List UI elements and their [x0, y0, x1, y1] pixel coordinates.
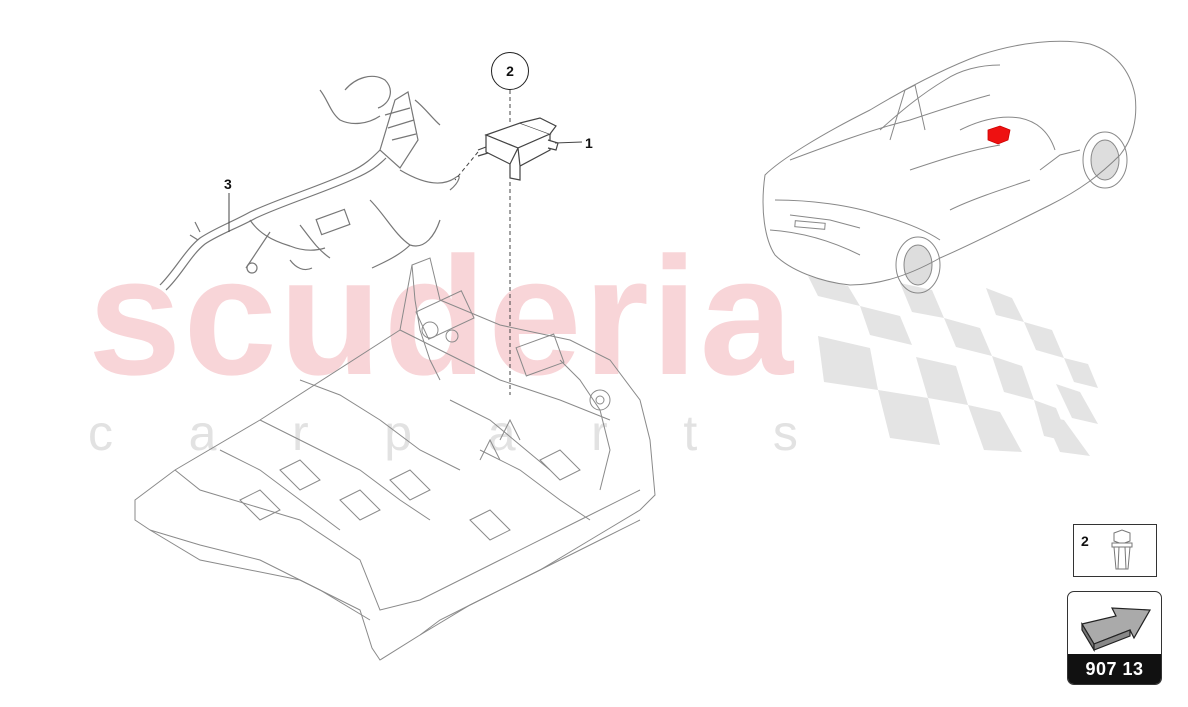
watermark-letter: a — [487, 405, 516, 461]
vehicle-overview-drawing — [762, 40, 1137, 294]
watermark-scuderia: scuderia — [88, 222, 796, 410]
part-reference-number: 2 — [1081, 533, 1089, 549]
watermark-letter: p — [384, 405, 413, 461]
arrow-forward-icon — [1081, 607, 1152, 652]
bolt-nut-icon — [1111, 529, 1133, 570]
watermark-letter: r — [591, 405, 608, 461]
part-reference-box: 2 — [1073, 524, 1157, 577]
control-unit-drawing — [477, 117, 559, 181]
watermark-letter: s — [772, 405, 798, 461]
watermark-letter: t — [683, 405, 698, 461]
callout-1[interactable]: 1 — [585, 135, 593, 151]
callout-circle-2[interactable]: 2 — [491, 52, 529, 90]
highlighted-part-icon — [987, 125, 1011, 145]
watermark-letter: a — [188, 405, 217, 461]
page-code: 907 13 — [1068, 654, 1161, 684]
leader-lines — [228, 90, 583, 395]
watermark-letter: c — [88, 405, 113, 461]
wiring-harness-drawing — [159, 75, 460, 291]
callout-3[interactable]: 3 — [224, 176, 232, 192]
chassis-floor-drawing — [134, 257, 656, 661]
next-page-button[interactable]: 907 13 — [1067, 591, 1162, 685]
watermark-letter: r — [292, 405, 309, 461]
watermark-carparts: c a r p a r t s — [88, 408, 798, 458]
